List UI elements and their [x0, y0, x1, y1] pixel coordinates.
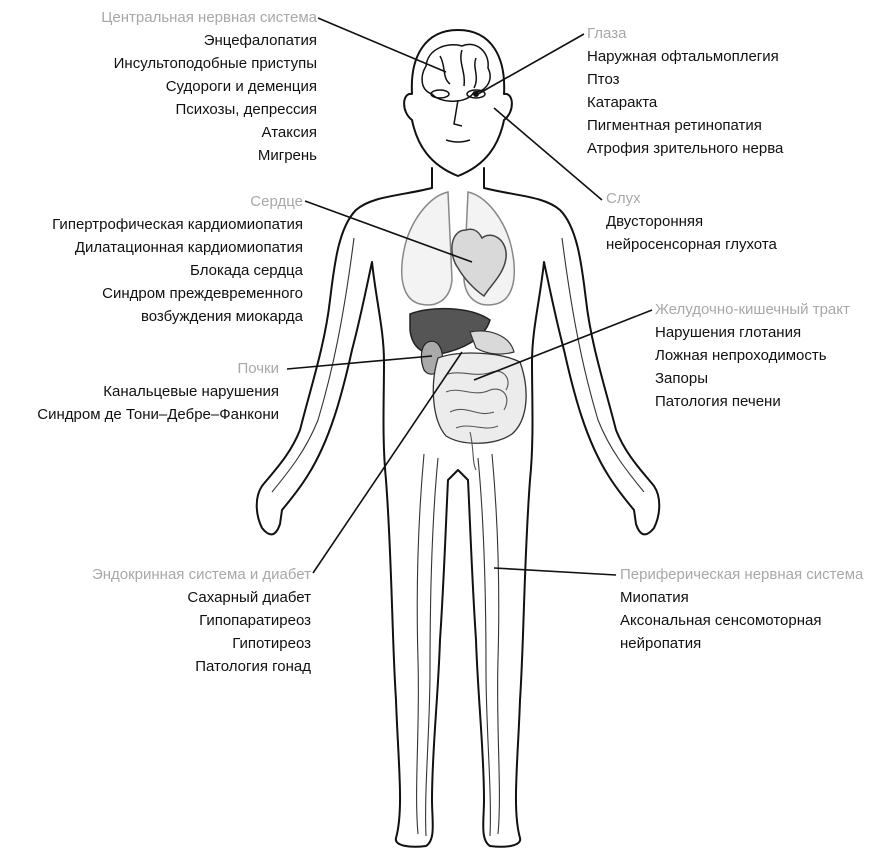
leader-endo	[313, 352, 462, 573]
group-kidney: Почки Канальцевые нарушения Синдром де Т…	[37, 357, 279, 426]
group-title-kidney: Почки	[37, 357, 279, 380]
group-peripheral-nervous-system: Периферическая нервная система Миопатия …	[620, 563, 863, 655]
body-outline	[257, 168, 660, 847]
heart-item-5: возбуждения миокарда	[52, 305, 303, 328]
hearing-item-2: нейросенсорная глухота	[606, 233, 777, 256]
group-endocrine: Эндокринная система и диабет Сахарный ди…	[92, 563, 311, 678]
kidney-item-1: Канальцевые нарушения	[37, 380, 279, 403]
group-title-endocrine: Эндокринная система и диабет	[92, 563, 311, 586]
group-heart: Сердце Гипертрофическая кардиомиопатия Д…	[52, 190, 303, 328]
eyes-item-2: Птоз	[587, 68, 783, 91]
leader-eyes	[478, 34, 584, 94]
right-leg-nerve-a	[492, 454, 499, 834]
mouth	[446, 140, 470, 142]
group-title-hearing: Слух	[606, 187, 777, 210]
gi-item-2: Ложная непроходимость	[655, 344, 850, 367]
group-title-pns: Периферическая нервная система	[620, 563, 863, 586]
endocrine-item-1: Сахарный диабет	[92, 586, 311, 609]
gi-item-4: Патология печени	[655, 390, 850, 413]
cns-item-1: Энцефалопатия	[101, 29, 317, 52]
eyes-item-4: Пигментная ретинопатия	[587, 114, 783, 137]
group-title-cns: Центральная нервная система	[101, 6, 317, 29]
group-hearing: Слух Двусторонняя нейросенсорная глухота	[606, 187, 777, 256]
group-eyes: Глаза Наружная офтальмоплегия Птоз Катар…	[587, 22, 783, 160]
eyes-item-3: Катаракта	[587, 91, 783, 114]
eyes-item-1: Наружная офтальмоплегия	[587, 45, 783, 68]
left-lung	[402, 192, 452, 305]
gi-item-1: Нарушения глотания	[655, 321, 850, 344]
stomach	[470, 331, 514, 354]
heart-item-1: Гипертрофическая кардиомиопатия	[52, 213, 303, 236]
cns-item-4: Психозы, депрессия	[101, 98, 317, 121]
heart-item-4: Синдром преждевременного	[52, 282, 303, 305]
group-gastrointestinal: Желудочно-кишечный тракт Нарушения глота…	[655, 298, 850, 413]
cns-item-3: Судороги и деменция	[101, 75, 317, 98]
endocrine-item-2: Гипопаратиреоз	[92, 609, 311, 632]
group-central-nervous-system: Центральная нервная система Энцефалопати…	[101, 6, 317, 167]
gi-item-3: Запоры	[655, 367, 850, 390]
pns-item-2: Аксональная сенсомоторная	[620, 609, 863, 632]
heart-item-2: Дилатационная кардиомиопатия	[52, 236, 303, 259]
endocrine-item-4: Патология гонад	[92, 655, 311, 678]
hearing-item-1: Двусторонняя	[606, 210, 777, 233]
eyes-item-5: Атрофия зрительного нерва	[587, 137, 783, 160]
cns-item-6: Мигрень	[101, 144, 317, 167]
leader-kidney	[287, 356, 432, 369]
pns-item-3: нейропатия	[620, 632, 863, 655]
heart-item-3: Блокада сердца	[52, 259, 303, 282]
leader-pns	[494, 568, 616, 575]
kidney-item-2: Синдром де Тони–Дебре–Фанкони	[37, 403, 279, 426]
pns-item-1: Миопатия	[620, 586, 863, 609]
group-title-heart: Сердце	[52, 190, 303, 213]
leader-cns	[318, 18, 446, 72]
right-arm-nerve	[562, 238, 644, 492]
intestines	[433, 353, 526, 443]
nose	[454, 100, 462, 126]
group-title-eyes: Глаза	[587, 22, 783, 45]
left-eye	[431, 90, 449, 98]
endocrine-item-3: Гипотиреоз	[92, 632, 311, 655]
group-title-gi: Желудочно-кишечный тракт	[655, 298, 850, 321]
left-leg-nerve-a	[417, 454, 424, 834]
cns-item-2: Инсультоподобные приступы	[101, 52, 317, 75]
cns-item-5: Атаксия	[101, 121, 317, 144]
leader-ear	[494, 108, 602, 200]
